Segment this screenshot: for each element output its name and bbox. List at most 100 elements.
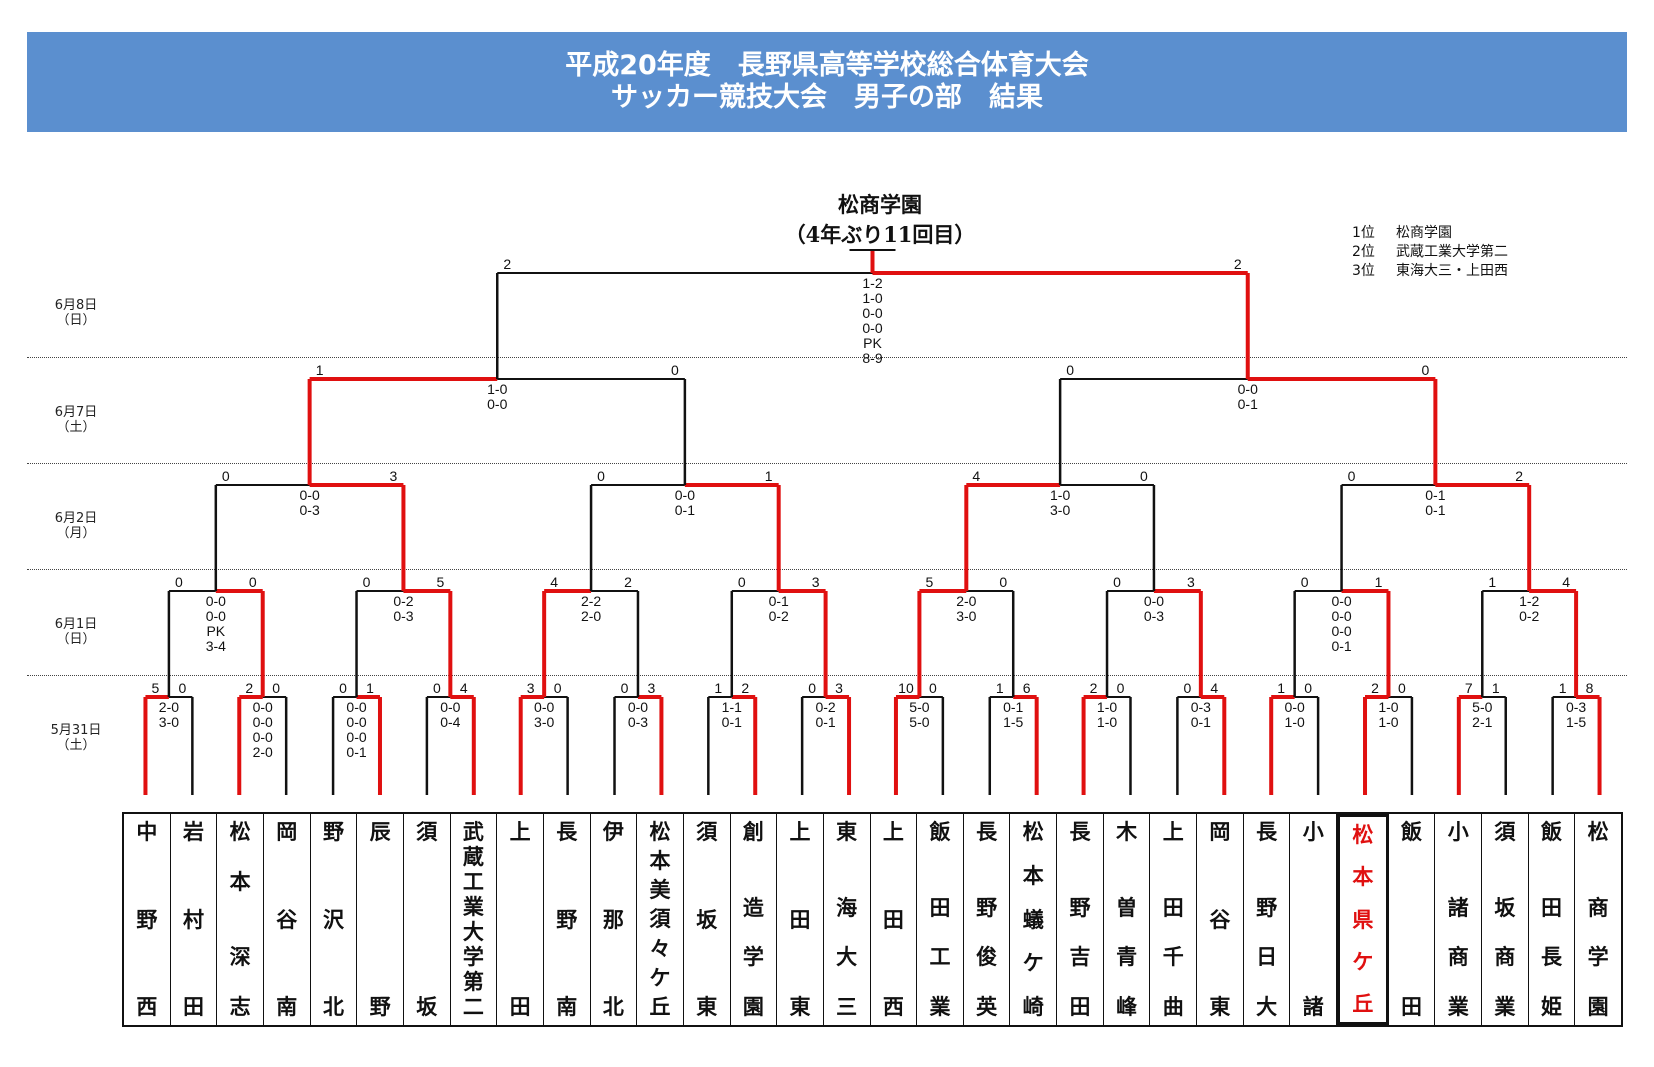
match-score: 0	[1140, 468, 1148, 484]
team-name-char: ケ	[1352, 949, 1374, 974]
team-name-char: 業	[929, 995, 951, 1019]
team-name-char: 大	[836, 945, 858, 970]
match-score: 1	[714, 680, 722, 696]
match-detail: 0-2	[393, 593, 413, 609]
match-detail: 0-0	[346, 729, 366, 745]
match-detail: 2-0	[581, 608, 601, 624]
team-name-char: 業	[1494, 995, 1516, 1019]
team-cell: 長野俊英	[964, 814, 1011, 1025]
team-name-char: 曽	[1116, 895, 1138, 920]
team-cell: 須坂商業	[1482, 814, 1529, 1025]
team-name-char: 飯	[1541, 820, 1563, 844]
round-date-round1: 5月31日 （土）	[26, 723, 126, 753]
team-name-char: 田	[182, 995, 204, 1019]
team-name-char: 商	[1447, 945, 1469, 970]
team-name-char: 造	[742, 895, 764, 920]
team-name-char: 伊	[602, 820, 624, 844]
match-detail: 1-0	[1378, 699, 1398, 715]
team-name-char: 業	[1447, 995, 1469, 1019]
team-name-char: 長	[1541, 945, 1563, 970]
match-score: 2	[1515, 468, 1523, 484]
team-name-char: 坂	[696, 907, 718, 932]
match-detail: 1-0	[1050, 487, 1070, 503]
team-name-char: 野	[369, 995, 391, 1019]
match-detail: 0-0	[487, 396, 507, 412]
team-name-char: 飯	[929, 820, 951, 844]
match-score: 0	[999, 574, 1007, 590]
team-name-char: 岡	[276, 820, 298, 844]
team-name-char: ケ	[649, 965, 671, 990]
team-name-char: 青	[1116, 945, 1138, 970]
match-detail: 0-0	[346, 714, 366, 730]
match-detail: 0-0	[628, 699, 648, 715]
team-name-char: 沢	[322, 907, 344, 932]
match-detail: PK	[863, 335, 882, 351]
match-score: 2	[503, 256, 511, 272]
date-label: 5月31日	[50, 723, 102, 738]
team-name-char: 岩	[182, 820, 204, 844]
match-detail: 0-0	[206, 608, 226, 624]
team-cell: 上田西	[871, 814, 918, 1025]
ranking-row: 3位東海大三・上田西	[1352, 262, 1508, 281]
team-name-char: 業	[462, 895, 484, 919]
team-name-char: 蔵	[462, 845, 484, 869]
team-name-char: 須	[696, 820, 718, 844]
team-name-char: 飯	[1401, 820, 1423, 844]
match-detail: 0-4	[440, 714, 460, 730]
team-name-char: 吉	[1069, 945, 1091, 970]
team-name-char: 本	[229, 869, 251, 894]
team-name-char: 辰	[369, 820, 391, 844]
match-detail: 0-2	[769, 608, 789, 624]
team-cell: 長野吉田	[1057, 814, 1104, 1025]
team-name-char: 海	[836, 895, 858, 920]
match-detail: 0-2	[1519, 608, 1539, 624]
champion-name: 松商学園	[838, 192, 922, 217]
team-name-char: 木	[1116, 820, 1138, 844]
team-name-char: 松	[649, 820, 671, 844]
team-cell: 松本県ケ丘	[1337, 814, 1389, 1025]
match-detail: 0-0	[1144, 593, 1164, 609]
team-name-char: 園	[1587, 995, 1609, 1019]
round-date-final: 6月8日 （日）	[26, 298, 126, 328]
match-score: 1	[1492, 680, 1500, 696]
match-score: 1	[1375, 574, 1383, 590]
match-score: 0	[249, 574, 257, 590]
ranking-place: 1位	[1352, 225, 1375, 241]
team-cell: 岡谷南	[264, 814, 311, 1025]
match-detail: 0-0	[300, 487, 320, 503]
ranking-row: 2位武蔵工業大学第二	[1352, 243, 1508, 262]
ranking-team: 松商学園	[1396, 225, 1452, 241]
match-detail: 1-0	[1285, 714, 1305, 730]
match-detail: 3-0	[956, 608, 976, 624]
team-name-char: 松	[1587, 820, 1609, 844]
ranking-team: 武蔵工業大学第二	[1396, 244, 1508, 260]
match-detail: 1-2	[862, 275, 882, 291]
match-detail: 3-0	[159, 714, 179, 730]
final-ranking: 1位 松商学園 2位武蔵工業大学第二 3位東海大三・上田西	[1352, 224, 1508, 281]
team-name-char: 志	[229, 995, 251, 1019]
team-cell: 松本深志	[217, 814, 264, 1025]
team-cell: 長野日大	[1244, 814, 1291, 1025]
match-score: 3	[835, 680, 843, 696]
team-name-char: 田	[882, 907, 904, 932]
team-cell: 武蔵工業大学第二	[451, 814, 498, 1025]
team-name-char: 本	[1352, 865, 1374, 890]
team-name-char: 工	[462, 870, 484, 894]
team-name-char: 長	[1069, 820, 1091, 844]
match-detail: 0-1	[769, 593, 789, 609]
team-cell: 松本蟻ケ崎	[1010, 814, 1058, 1025]
team-name-char: 姫	[1541, 995, 1563, 1019]
team-name-char: 野	[976, 895, 998, 920]
team-name-char: 須	[649, 907, 671, 932]
match-score: 4	[972, 468, 980, 484]
team-name-char: 谷	[276, 907, 298, 932]
match-detail: 3-0	[1050, 502, 1070, 518]
title-line-1: 平成20年度 長野県高等学校総合体育大会	[565, 50, 1089, 81]
match-score: 5	[926, 574, 934, 590]
team-name-char: 俊	[976, 945, 998, 970]
team-name-char: 松	[1022, 820, 1044, 844]
match-score: 0	[621, 680, 629, 696]
team-cell: 飯田	[1389, 814, 1436, 1025]
team-name-char: 学	[462, 945, 484, 969]
match-score: 1	[1559, 680, 1567, 696]
